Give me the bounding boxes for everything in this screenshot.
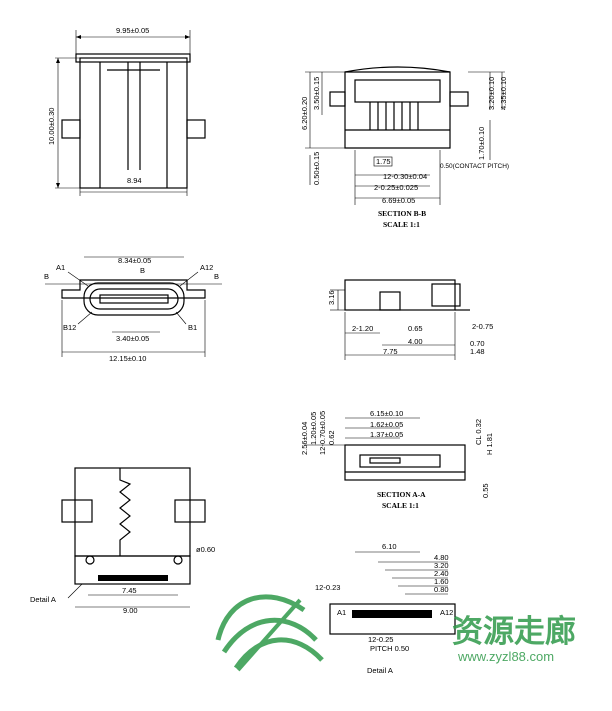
svg-text:3.16: 3.16	[327, 290, 336, 305]
svg-text:3.20±0.10: 3.20±0.10	[487, 77, 496, 110]
svg-text:7.75: 7.75	[383, 347, 398, 356]
svg-text:ø0.60: ø0.60	[196, 545, 215, 554]
svg-text:A12: A12	[440, 608, 453, 617]
svg-text:0.50±0.15: 0.50±0.15	[312, 152, 321, 185]
section-bb-title: SECTION B-B	[378, 209, 426, 218]
svg-text:12-0.25: 12-0.25	[368, 635, 393, 644]
svg-text:2-0.25±0.025: 2-0.25±0.025	[374, 183, 418, 192]
svg-text:0.65: 0.65	[408, 324, 423, 333]
svg-text:2-1.20: 2-1.20	[352, 324, 373, 333]
svg-text:A1: A1	[56, 263, 65, 272]
top-height-label: 10.00±0.30	[47, 108, 56, 145]
svg-text:0.80: 0.80	[434, 585, 449, 594]
svg-text:12-0.70±0.05: 12-0.70±0.05	[318, 411, 327, 455]
watermark-url: www.zyzl88.com	[457, 649, 554, 664]
watermark-text: 资源走廊	[452, 614, 576, 650]
svg-text:6.69±0.05: 6.69±0.05	[382, 196, 415, 205]
svg-text:6.20±0.20: 6.20±0.20	[300, 97, 309, 130]
svg-text:1.20±0.05: 1.20±0.05	[309, 412, 318, 445]
svg-text:2.56±0.04: 2.56±0.04	[300, 422, 309, 455]
top-bottom-label: 8.94	[127, 176, 142, 185]
svg-text:2-0.75: 2-0.75	[472, 322, 493, 331]
svg-text:CL 0.32: CL 0.32	[474, 419, 483, 445]
svg-text:3.20: 3.20	[434, 561, 449, 570]
top-width-label: 9.95±0.05	[116, 26, 149, 35]
svg-text:B12: B12	[63, 323, 76, 332]
section-bb-scale: SCALE 1:1	[383, 220, 420, 229]
top-view: 9.95±0.05 10.00±0.30 8.94	[47, 26, 206, 196]
svg-text:A12: A12	[200, 263, 213, 272]
svg-text:0.50(CONTACT PITCH): 0.50(CONTACT PITCH)	[440, 163, 509, 170]
svg-text:3.40±0.05: 3.40±0.05	[116, 334, 149, 343]
svg-text:Detail A: Detail A	[30, 595, 56, 604]
svg-text:1.62±0.05: 1.62±0.05	[370, 420, 403, 429]
detail-a-view: 6.10 4.80 3.20 2.40 1.60 0.80 12-0.23 A1…	[315, 542, 456, 675]
svg-text:1.37±0.05: 1.37±0.05	[370, 430, 403, 439]
svg-text:1.48: 1.48	[470, 347, 485, 356]
side-view: 3.16 2-1.20 0.65 2-0.75 4.00 0.70 7.75 1…	[327, 279, 493, 360]
bottom-pins	[98, 575, 168, 581]
svg-text:7.45: 7.45	[122, 586, 137, 595]
front-view: A1 A12 B12 B1 B B B 8.34±0.05 3.40±0.05 …	[44, 256, 222, 363]
svg-text:12.15±0.10: 12.15±0.10	[109, 354, 146, 363]
svg-text:1.70±0.10: 1.70±0.10	[477, 127, 486, 160]
svg-text:9.00: 9.00	[123, 606, 138, 615]
section-aa-title: SECTION A-A	[377, 490, 426, 499]
svg-text:H 1.81: H 1.81	[485, 433, 494, 455]
svg-text:6.15±0.10: 6.15±0.10	[370, 409, 403, 418]
svg-text:12-0.23: 12-0.23	[315, 583, 340, 592]
section-bb-view: 6.20±0.20 3.50±0.15 0.50±0.15 3.20±0.10 …	[300, 66, 509, 229]
svg-text:4.35±0.10: 4.35±0.10	[499, 77, 508, 110]
svg-text:B1: B1	[188, 323, 197, 332]
svg-text:4.00: 4.00	[408, 337, 423, 346]
svg-text:0.62: 0.62	[327, 430, 336, 445]
svg-text:B: B	[140, 266, 145, 275]
svg-text:8.34±0.05: 8.34±0.05	[118, 256, 151, 265]
svg-text:1.60: 1.60	[434, 577, 449, 586]
section-aa-scale: SCALE 1:1	[382, 501, 419, 510]
svg-text:3.50±0.15: 3.50±0.15	[312, 77, 321, 110]
watermark-logo	[215, 594, 324, 672]
svg-text:A1: A1	[337, 608, 346, 617]
svg-text:6.10: 6.10	[382, 542, 397, 551]
svg-text:1.75: 1.75	[376, 157, 391, 166]
svg-text:2.40: 2.40	[434, 569, 449, 578]
svg-text:B: B	[44, 272, 49, 281]
bottom-view: ø0.60 Detail A 7.45 9.00	[30, 467, 215, 615]
svg-text:12-0.30±0.04: 12-0.30±0.04	[383, 172, 427, 181]
svg-text:0.55: 0.55	[481, 483, 490, 498]
svg-text:PITCH 0.50: PITCH 0.50	[370, 644, 409, 653]
svg-text:0.70: 0.70	[470, 339, 485, 348]
svg-text:B: B	[214, 272, 219, 281]
section-aa-view: 6.15±0.10 1.62±0.05 1.37±0.05 2.56±0.04 …	[300, 409, 494, 510]
detail-a-title: Detail A	[367, 666, 393, 675]
watermark: 资源走廊 www.zyzl88.com	[215, 594, 576, 672]
svg-text:4.80: 4.80	[434, 553, 449, 562]
